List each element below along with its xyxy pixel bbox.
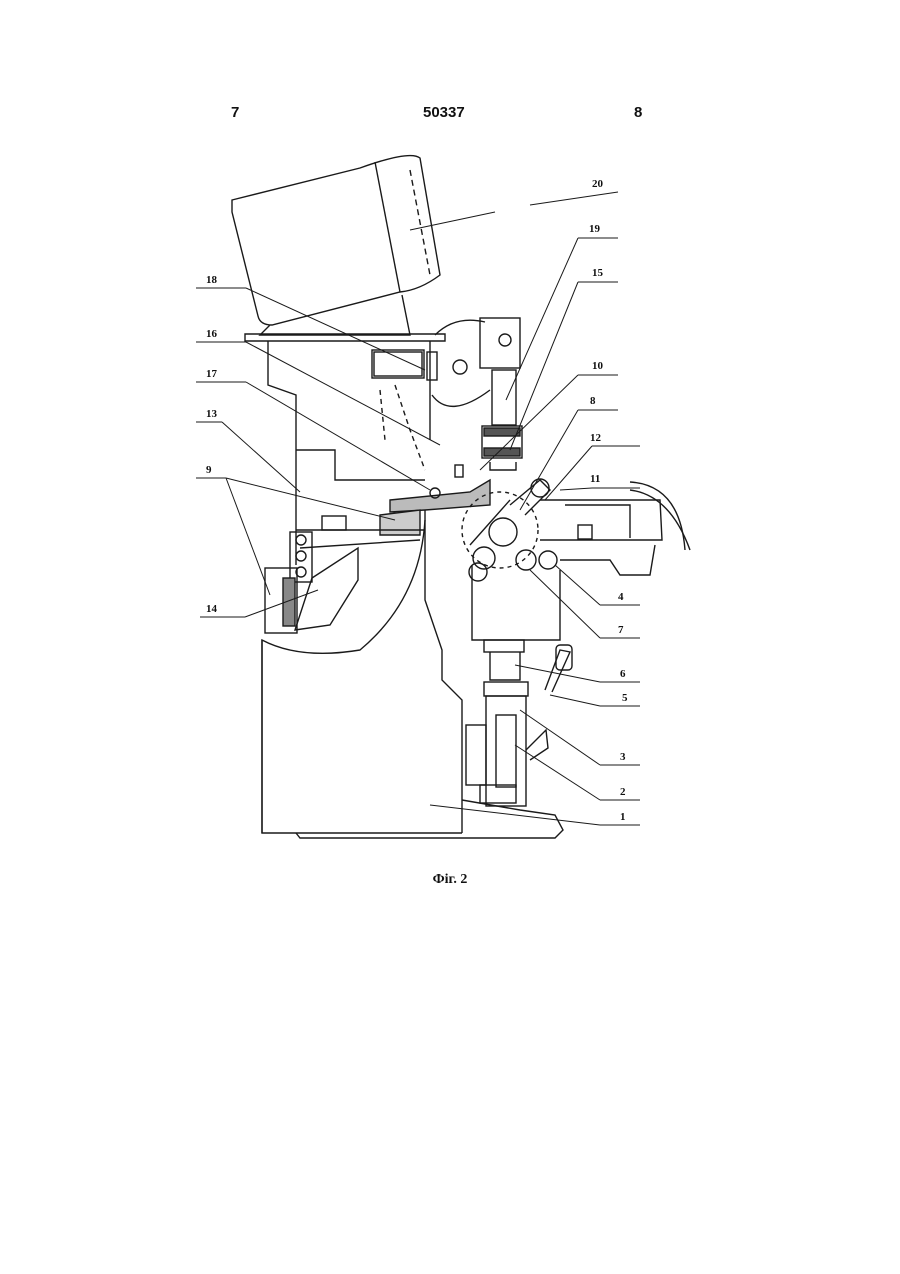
label-14: 14 <box>206 603 218 615</box>
label-15: 15 <box>592 267 604 279</box>
label-2: 2 <box>620 786 626 798</box>
label-12: 12 <box>590 432 602 444</box>
label-18: 18 <box>206 274 218 286</box>
label-16: 16 <box>206 328 218 340</box>
label-20: 20 <box>592 178 604 190</box>
label-1: 1 <box>620 811 626 823</box>
label-8: 8 <box>590 395 596 407</box>
label-19: 19 <box>589 223 601 235</box>
label-13: 13 <box>206 408 218 420</box>
label-10: 10 <box>592 360 604 372</box>
figure-caption: Фiг. 2 <box>0 872 900 888</box>
left-bracket <box>265 532 358 633</box>
label-3: 3 <box>620 751 626 763</box>
label-5: 5 <box>622 692 628 704</box>
hopper <box>232 156 445 341</box>
machine-frame <box>262 341 563 838</box>
label-17: 17 <box>206 368 218 380</box>
lower-mechanism <box>466 640 572 806</box>
roller-head <box>462 479 690 640</box>
label-9: 9 <box>206 464 212 476</box>
label-11: 11 <box>590 473 600 485</box>
label-4: 4 <box>618 591 624 603</box>
label-6: 6 <box>620 668 626 680</box>
label-7: 7 <box>618 624 624 636</box>
table-shelf <box>296 465 490 548</box>
